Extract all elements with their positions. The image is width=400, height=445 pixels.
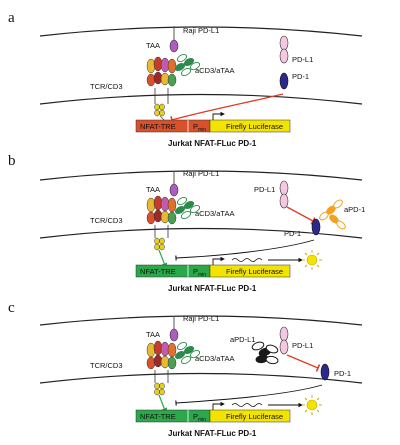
panel-b: b Raji PD-L1 TAA TCR/CD3 [8, 153, 365, 293]
pd-1-label: PD-1 [284, 229, 301, 238]
panel-letter: c [8, 300, 15, 316]
pd-l1-pd1-blocked-link [286, 206, 316, 225]
pd-l1-label: PD-L1 [254, 185, 275, 194]
jurkat-membrane [39, 93, 363, 105]
luciferase-box [209, 409, 291, 423]
pd-l1 [279, 35, 289, 64]
apdl1-antibody [251, 341, 279, 365]
raji-membrane [39, 26, 363, 37]
reporter-construct [135, 401, 303, 423]
pd-l1-label: PD-L1 [292, 341, 313, 350]
bispecific-label: aCD3/aTAA [195, 209, 234, 218]
pmin-label: Pmin [193, 267, 206, 278]
raji-membrane [39, 170, 363, 181]
jurkat-label: Jurkat NFAT-FLuc PD-1 [168, 429, 257, 438]
nfat-tre-label: NFAT-TRE [140, 267, 176, 276]
pmin-label: Pmin [193, 412, 206, 423]
mrna-squiggle [231, 403, 263, 407]
reporter-construct [135, 256, 303, 278]
luciferase-label: Firefly Luciferase [226, 412, 283, 421]
reporter-construct [135, 111, 291, 133]
tcr-cd3-complex [146, 56, 177, 117]
apd1-label: aPD-1 [344, 205, 365, 214]
pd-1 [279, 72, 289, 90]
luciferase-label: Firefly Luciferase [226, 122, 283, 131]
tcr-cd3-label: TCR/CD3 [90, 361, 123, 370]
taa-label: TAA [146, 41, 160, 50]
nfat-tre-label: NFAT-TRE [140, 122, 176, 131]
taa [169, 171, 179, 197]
raji-label: Raji PD-L1 [183, 26, 219, 35]
pd-1-label: PD-1 [334, 369, 351, 378]
jurkat-membrane [39, 227, 363, 239]
light-burst-icon [302, 395, 322, 415]
light-burst-icon [302, 250, 322, 270]
pd1-signal-blocked [175, 239, 315, 261]
tcr-cd3-complex [146, 195, 177, 251]
pd-1 [311, 218, 321, 236]
panel-a: a Raji PD-L1 TAA TCR/CD3 [8, 10, 363, 148]
taa [169, 316, 179, 342]
jurkat-membrane [39, 372, 363, 384]
pd-1-label: PD-1 [292, 72, 309, 81]
apdl1-label: aPD-L1 [230, 335, 255, 344]
pmin-label: Pmin [193, 122, 206, 133]
pd-1 [320, 363, 330, 381]
bispecific-label: aCD3/aTAA [195, 354, 234, 363]
raji-label: Raji PD-L1 [183, 314, 219, 323]
tcr-cd3-label: TCR/CD3 [90, 216, 123, 225]
apd1-antibody [319, 199, 346, 230]
taa [169, 26, 179, 53]
mrna-squiggle [231, 258, 263, 262]
pd-l1 [279, 326, 289, 355]
pd1-inhibition-arrow [170, 93, 284, 124]
bispecific-label: aCD3/aTAA [195, 66, 234, 75]
tcr-cd3-complex [146, 340, 177, 396]
panel-letter: b [8, 153, 16, 169]
pd-l1 [279, 180, 289, 209]
pd1-signal-blocked [175, 384, 323, 406]
taa-label: TAA [146, 330, 160, 339]
jurkat-label: Jurkat NFAT-FLuc PD-1 [168, 139, 257, 148]
panel-c: c Raji PD-L1 TAA TCR/CD3 [8, 300, 363, 438]
nfat-tre-label: NFAT-TRE [140, 412, 176, 421]
jurkat-label: Jurkat NFAT-FLuc PD-1 [168, 284, 257, 293]
luciferase-box [209, 264, 291, 278]
taa-label: TAA [146, 185, 160, 194]
luciferase-box [209, 119, 291, 133]
bispecific-antibody [174, 341, 201, 365]
pd-l1-label: PD-L1 [292, 55, 313, 64]
bispecific-antibody [174, 53, 201, 77]
raji-membrane [39, 315, 363, 326]
tcr-cd3-label: TCR/CD3 [90, 82, 123, 91]
bispecific-antibody [174, 196, 201, 220]
panel-letter: a [8, 10, 15, 26]
raji-label: Raji PD-L1 [183, 169, 219, 178]
luciferase-label: Firefly Luciferase [226, 267, 283, 276]
pd-l1-pd1-blocked-link [286, 354, 321, 372]
